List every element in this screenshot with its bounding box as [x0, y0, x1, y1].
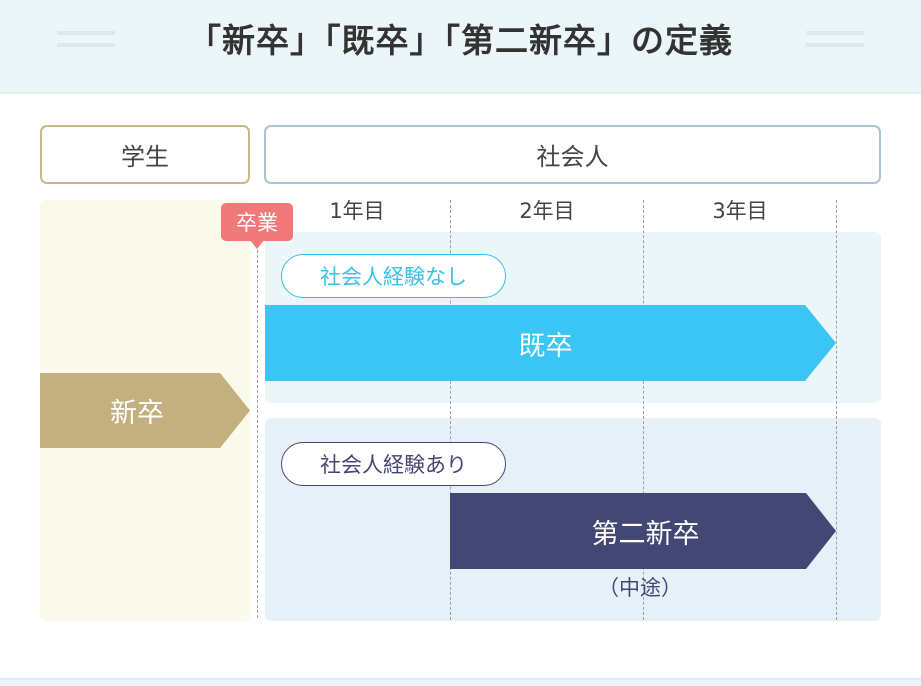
- graduation-tag-pointer: [250, 240, 264, 249]
- decoration-line: [57, 31, 115, 35]
- graduation-line: [257, 240, 258, 618]
- no-experience-pill: 社会人経験なし: [281, 254, 506, 298]
- graduation-tag: 卒業: [221, 203, 293, 241]
- daini-shinsotsu-label: 第二新卒: [591, 518, 700, 550]
- daini-shinsotsu-arrow: 第二新卒: [450, 493, 836, 569]
- decoration-line: [57, 43, 115, 47]
- year-divider: [643, 200, 644, 620]
- column-student: 学生: [40, 125, 250, 184]
- page-title: 「新卒」「既卒」「第二新卒」の定義: [188, 21, 733, 60]
- year-divider: [836, 200, 837, 620]
- footer-strip: [0, 678, 921, 686]
- header: [0, 0, 921, 94]
- year-divider: [450, 200, 451, 620]
- year-label: 2年目: [519, 199, 575, 223]
- kisotsu-arrow: 既卒: [265, 305, 836, 381]
- shinsotsu-arrow: 新卒: [40, 373, 250, 448]
- chuto-label: （中途）: [598, 576, 682, 600]
- year-label: 1年目: [329, 199, 385, 223]
- decoration-line: [806, 31, 864, 35]
- kisotsu-label: 既卒: [518, 330, 573, 362]
- column-worker: 社会人: [264, 125, 881, 184]
- year-label: 3年目: [712, 199, 768, 223]
- with-experience-pill: 社会人経験あり: [281, 442, 506, 486]
- decoration-line: [806, 43, 864, 47]
- shinsotsu-label: 新卒: [110, 398, 164, 429]
